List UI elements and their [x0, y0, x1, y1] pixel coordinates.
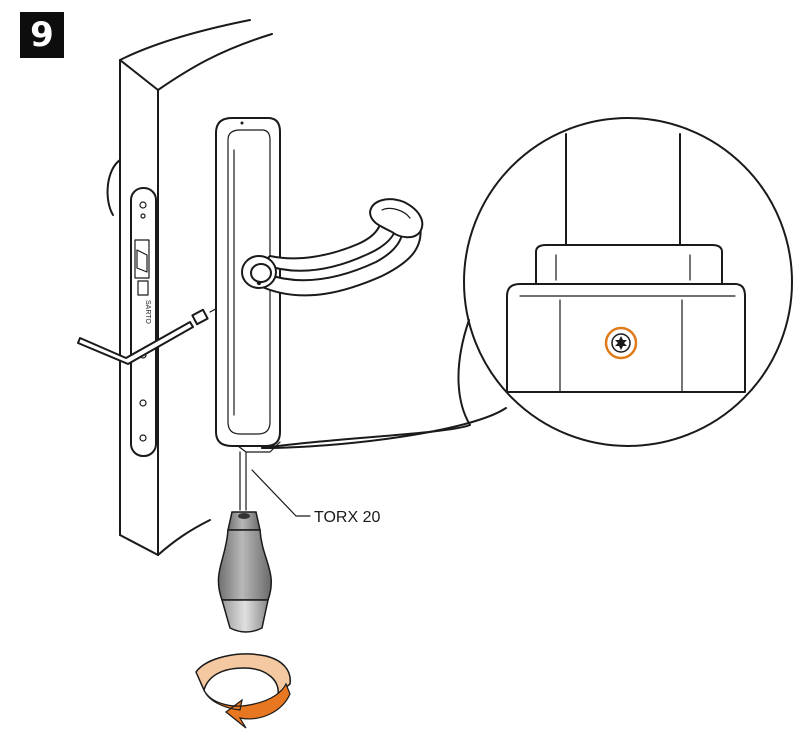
lever-handle — [259, 198, 424, 297]
torx-callout-label: TORX 20 — [314, 509, 381, 526]
handle-rose — [241, 255, 277, 289]
step-number-badge: 9 — [20, 12, 64, 58]
torx-screwdriver — [217, 451, 273, 633]
detail-magnifier — [261, 117, 793, 449]
torx-callout-leader — [251, 469, 311, 517]
lock-face-plate: SARTO — [130, 187, 157, 457]
grub-screw — [191, 308, 209, 326]
door-leaf — [106, 19, 273, 556]
rotation-arrow-icon — [195, 653, 291, 729]
plate-brand-stamp: SARTO — [144, 300, 151, 324]
allen-key — [77, 321, 194, 365]
torx-recess-icon — [615, 336, 627, 350]
torx-screw-highlight — [604, 326, 638, 360]
